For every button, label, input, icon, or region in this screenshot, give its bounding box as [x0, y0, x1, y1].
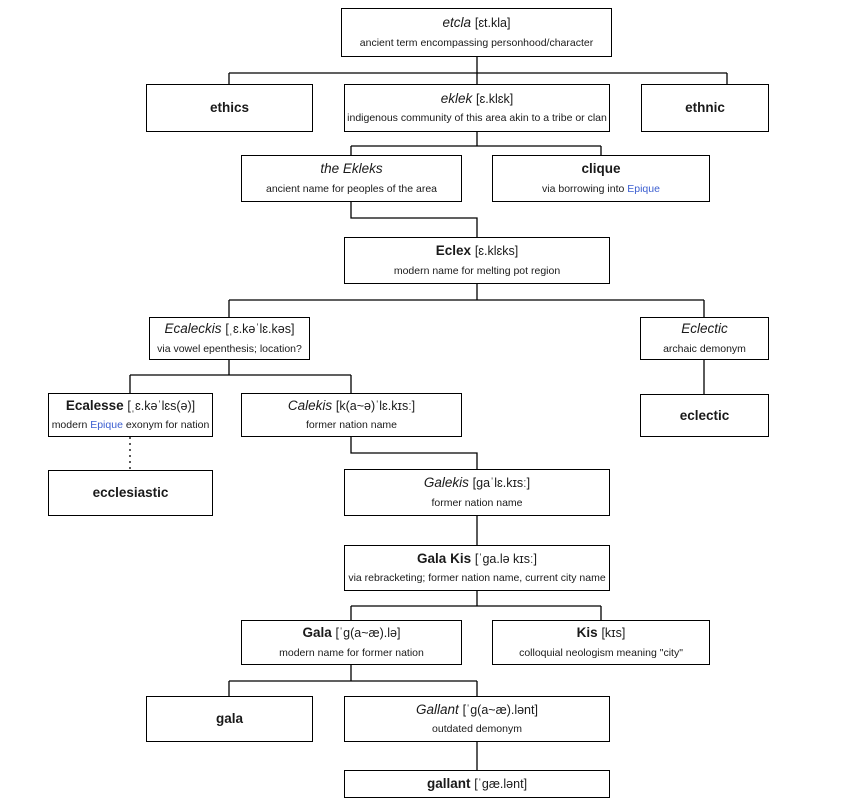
node-gallant-lowercase-title: gallant [ˈgæ.lənt] [426, 776, 528, 792]
epique-link[interactable]: Epique [627, 182, 660, 195]
node-ethnic[interactable]: ethnic [641, 84, 769, 132]
node-galekis[interactable]: Galekis [gaˈlɛ.kɪsː] former nation name [344, 469, 610, 516]
node-ecclesiastic[interactable]: ecclesiastic [48, 470, 213, 516]
node-gala-lowercase[interactable]: gala [146, 696, 313, 742]
node-the-ekleks-subtitle: ancient name for peoples of the area [265, 182, 438, 195]
node-gala-kis[interactable]: Gala Kis [ˈga.lə kɪsː] via rebracketing;… [344, 545, 610, 591]
node-galekis-subtitle: former nation name [431, 496, 523, 509]
node-ecalesse[interactable]: Ecalesse [ˌɛ.kəˈlɛs(ə)] modern Epique ex… [48, 393, 213, 437]
node-gala-subtitle: modern name for former nation [279, 646, 424, 659]
node-eclectic-archaic-title: Eclectic [681, 321, 728, 337]
node-eklek-subtitle: indigenous community of this area akin t… [347, 112, 607, 125]
node-ecaleckis-subtitle: via vowel epenthesis; location? [157, 342, 302, 355]
node-clique-title: clique [581, 161, 621, 177]
node-eclectic-archaic-subtitle: archaic demonym [663, 342, 746, 355]
node-clique[interactable]: clique via borrowing into Epique [492, 155, 710, 202]
node-kis-title: Kis [kɪs] [576, 625, 626, 641]
node-calekis-subtitle: former nation name [305, 419, 398, 432]
node-gala-lowercase-title: gala [215, 711, 243, 727]
node-ethics[interactable]: ethics [146, 84, 313, 132]
node-kis[interactable]: Kis [kɪs] colloquial neologism meaning "… [492, 620, 710, 665]
node-ecalesse-subtitle: modern Epique exonym for nation [51, 419, 210, 432]
edge-eclex-bus [228, 284, 705, 317]
node-ethics-title: ethics [209, 100, 250, 116]
node-gala-title: Gala [ˈg(a~æ).lə] [302, 625, 401, 641]
node-ecclesiastic-title: ecclesiastic [92, 485, 169, 501]
node-galekis-title: Galekis [gaˈlɛ.kɪsː] [423, 475, 531, 491]
node-kis-subtitle: colloquial neologism meaning "city" [519, 646, 683, 659]
node-etcla-title: etcla [ɛt.kla] [442, 15, 511, 31]
edge-calekis-galekis [350, 437, 478, 469]
node-eclex[interactable]: Eclex [ɛ.klɛks] modern name for melting … [344, 237, 610, 284]
node-etcla-subtitle: ancient term encompassing personhood/cha… [359, 36, 594, 49]
node-ecaleckis-title: Ecaleckis [ˌɛ.kəˈlɛ.kəs] [164, 321, 295, 337]
node-eklek[interactable]: eklek [ɛ.klɛk] indigenous community of t… [344, 84, 610, 132]
node-clique-subtitle: via borrowing into Epique [542, 182, 660, 195]
edge-etcla-bus [228, 57, 728, 84]
node-gallant-capital-subtitle: outdated demonym [432, 723, 522, 736]
node-gallant-capital-title: Gallant [ˈg(a~æ).lənt] [416, 701, 538, 717]
edge-galakis-bus [350, 591, 602, 620]
node-ecaleckis[interactable]: Ecaleckis [ˌɛ.kəˈlɛ.kəs] via vowel epent… [149, 317, 310, 360]
node-eklek-title: eklek [ɛ.klɛk] [440, 90, 514, 106]
edge-eklek-bus [350, 132, 602, 155]
node-eclectic-archaic[interactable]: Eclectic archaic demonym [640, 317, 769, 360]
node-gallant-lowercase[interactable]: gallant [ˈgæ.lənt] [344, 770, 610, 798]
edge-ekleks-eclex [350, 202, 478, 237]
epique-link[interactable]: Epique [90, 419, 123, 432]
node-gala-kis-title: Gala Kis [ˈga.lə kɪsː] [417, 550, 537, 566]
node-gallant-capital[interactable]: Gallant [ˈg(a~æ).lənt] outdated demonym [344, 696, 610, 742]
edge-gala-bus [228, 665, 478, 696]
node-eclex-title: Eclex [ɛ.klɛks] [435, 243, 519, 259]
edge-ecaleckis-bus [129, 360, 352, 393]
node-gala[interactable]: Gala [ˈg(a~æ).lə] modern name for former… [241, 620, 462, 665]
node-ethnic-title: ethnic [685, 100, 725, 116]
node-eclectic-title: eclectic [679, 407, 730, 423]
node-calekis-title: Calekis [k(a~ə)ˈlɛ.kɪsː] [287, 397, 416, 413]
node-the-ekleks[interactable]: the Ekleks ancient name for peoples of t… [241, 155, 462, 202]
node-calekis[interactable]: Calekis [k(a~ə)ˈlɛ.kɪsː] former nation n… [241, 393, 462, 437]
node-the-ekleks-title: the Ekleks [320, 161, 383, 177]
node-eclectic[interactable]: eclectic [640, 394, 769, 437]
node-eclex-subtitle: modern name for melting pot region [393, 264, 561, 277]
node-ecalesse-title: Ecalesse [ˌɛ.kəˈlɛs(ə)] [65, 397, 196, 413]
node-etcla[interactable]: etcla [ɛt.kla] ancient term encompassing… [341, 8, 612, 57]
node-gala-kis-subtitle: via rebracketing; former nation name, cu… [348, 572, 606, 585]
